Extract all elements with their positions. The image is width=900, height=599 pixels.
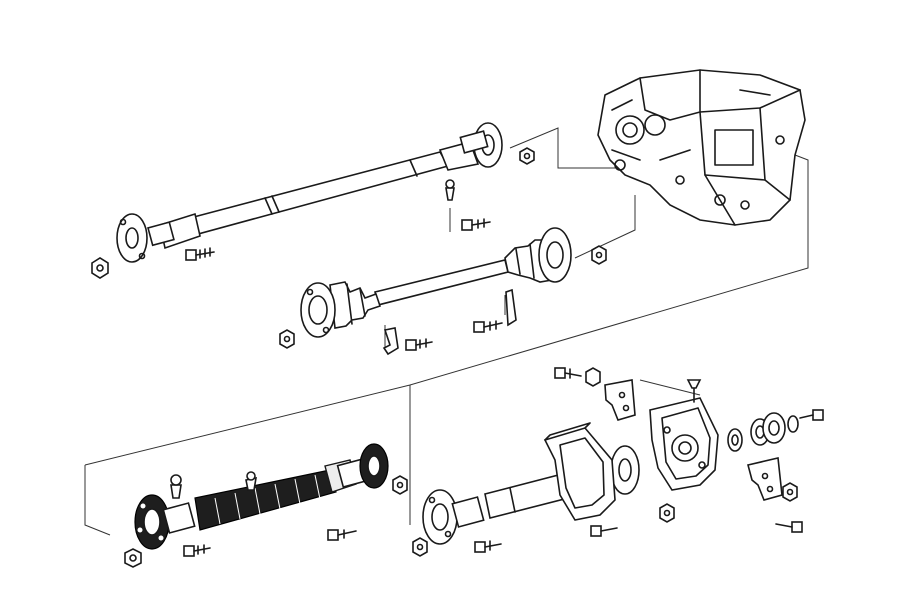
bracket-plate: [604, 379, 636, 421]
bolt: [473, 320, 503, 333]
grease-nipple: [245, 471, 257, 491]
bolt: [405, 338, 433, 351]
bolt: [185, 247, 215, 261]
heavy-duty-propeller-shaft: [134, 443, 389, 550]
bolt: [775, 521, 803, 533]
bearing-washers: [727, 412, 799, 452]
rear-shaft-hardware: [91, 147, 535, 279]
front-shaft-hardware: [279, 245, 607, 356]
bolt: [554, 367, 582, 379]
bolt: [327, 529, 357, 541]
bracket-plate: [747, 457, 783, 501]
rubber-mount: [649, 397, 719, 491]
lock-plate: [505, 288, 517, 327]
center-bearing-bracket: [543, 422, 616, 521]
bolt: [461, 218, 491, 231]
bolt: [183, 544, 211, 557]
transfer-case: [597, 69, 806, 226]
heavy-shaft-hardware: [124, 475, 408, 568]
grease-nipple: [445, 179, 455, 201]
bolt: [799, 409, 824, 421]
lock-plate: [382, 327, 399, 356]
rear-propeller-shaft: [116, 122, 503, 263]
center-bearing-hardware: [412, 367, 824, 557]
bolt: [474, 540, 502, 553]
bolt: [590, 525, 618, 537]
bolt: [686, 379, 702, 403]
front-drive-shaft: [300, 227, 572, 338]
grease-nipple: [170, 474, 182, 499]
